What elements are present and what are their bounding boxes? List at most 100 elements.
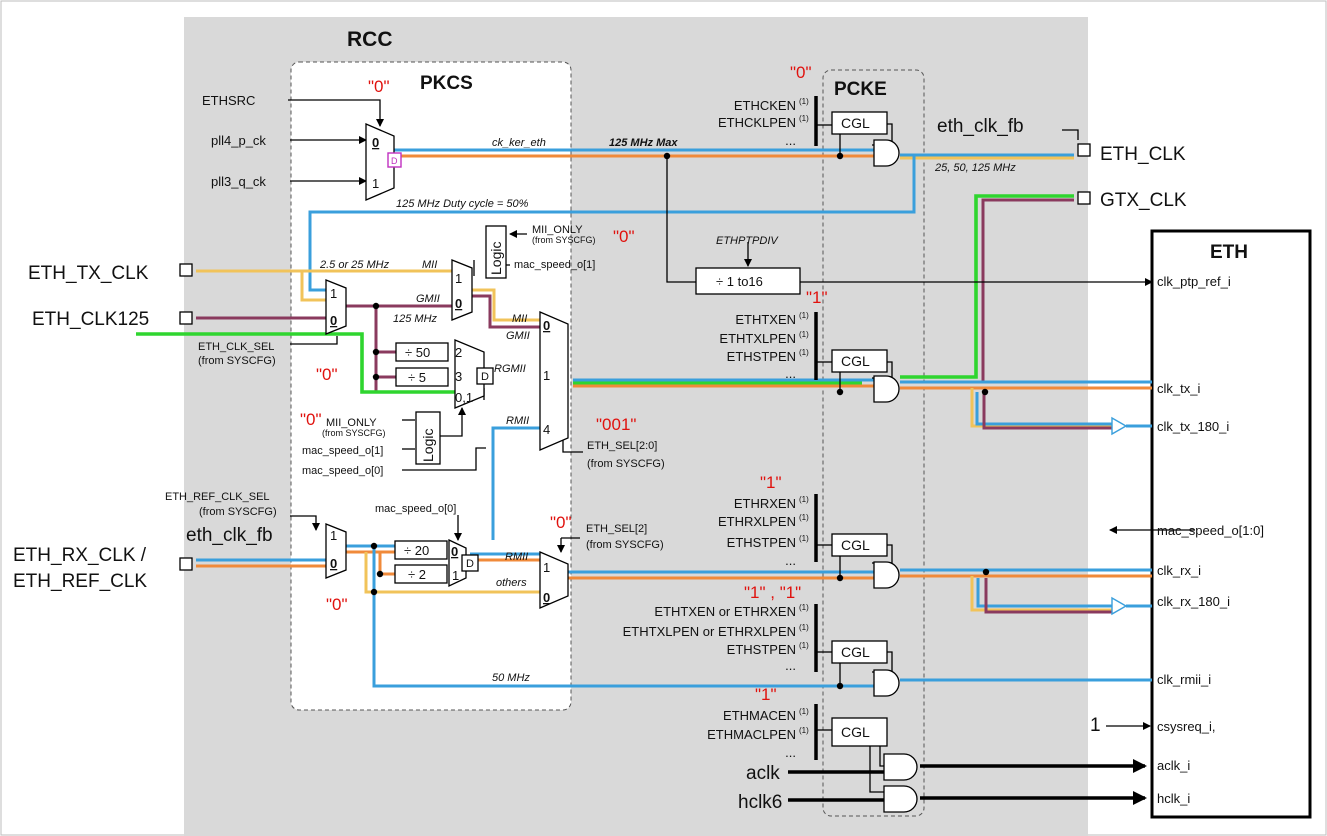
svg-text:1: 1 [452, 568, 459, 583]
svg-text:÷ 50: ÷ 50 [405, 345, 430, 360]
svg-text:Logic: Logic [488, 242, 504, 275]
svg-text:÷ 2: ÷ 2 [408, 567, 426, 582]
div2-box [394, 564, 448, 584]
svg-text:125 MHz Duty cycle = 50%: 125 MHz Duty cycle = 50% [396, 198, 529, 210]
ethsrc-label: ETHSRC [202, 93, 255, 108]
svg-text:"0": "0" [326, 595, 348, 614]
svg-text:"0": "0" [300, 410, 322, 429]
svg-text:0,1: 0,1 [455, 390, 473, 405]
eth-sel-mux [539, 311, 569, 451]
svg-text:(from SYSCFG): (from SYSCFG) [322, 428, 386, 438]
svg-text:(1): (1) [799, 603, 809, 612]
svg-text:÷ 1 to16: ÷ 1 to16 [716, 274, 763, 289]
cgl-box-1 [831, 111, 888, 135]
svg-text:1: 1 [330, 286, 337, 301]
enable-group-3: ETHRXEN ETHRXLPEN ETHSTPEN ... (1) (1) (… [718, 495, 809, 568]
svg-text:ETHMACEN: ETHMACEN [723, 708, 796, 723]
cgl-box-4 [831, 640, 888, 664]
svg-text:"1": "1" [760, 473, 782, 492]
svg-text:CGL: CGL [841, 724, 870, 740]
svg-text:"0": "0" [790, 63, 812, 82]
svg-text:MII: MII [422, 259, 437, 271]
svg-text:3: 3 [455, 369, 462, 384]
svg-text:ETH_SEL[2:0]: ETH_SEL[2:0] [587, 440, 657, 452]
cgl-box-2 [831, 349, 888, 373]
svg-text:÷ 5: ÷ 5 [408, 370, 426, 385]
svg-text:0: 0 [451, 544, 458, 559]
svg-text:0: 0 [543, 590, 550, 605]
control-labels: MII_ONLY (from SYSCFG) mac_speed_o[1] ET… [165, 224, 665, 551]
svg-text:125 MHz: 125 MHz [393, 313, 438, 325]
svg-text:clk_tx_180_i: clk_tx_180_i [1157, 419, 1229, 434]
rmii-sel-mux [539, 551, 569, 609]
wire-labels: ck_ker_eth 125 MHz Max 125 MHz Duty cycl… [319, 137, 1016, 684]
svg-text:CGL: CGL [841, 644, 870, 660]
pin-eth-tx-clk: ETH_TX_CLK [28, 263, 149, 284]
svg-text:0: 0 [455, 296, 462, 311]
svg-text:aclk_i: aclk_i [1157, 758, 1190, 773]
d-ff-rgmii [476, 367, 494, 385]
svg-text:mac_speed_o[0]: mac_speed_o[0] [302, 465, 383, 477]
svg-text:25, 50, 125 MHz: 25, 50, 125 MHz [934, 162, 1016, 174]
svg-text:ETHSTPEN: ETHSTPEN [727, 642, 796, 657]
clk125-mux [325, 279, 347, 335]
svg-text:0: 0 [372, 135, 379, 150]
aclk-label: aclk [746, 763, 780, 784]
svg-text:ETH_SEL[2]: ETH_SEL[2] [586, 523, 647, 535]
svg-text:(1): (1) [799, 495, 809, 504]
svg-text:0: 0 [543, 318, 550, 333]
enable-group-1: ETHCKEN ETHCKLPEN ... (1) (1) [718, 97, 809, 148]
svg-text:CGL: CGL [841, 353, 870, 369]
enable-group-4: ETHTXEN or ETHRXEN ETHTXLPEN or ETHRXLPE… [623, 603, 809, 673]
pkcs-title: PKCS [420, 73, 473, 94]
svg-text:mac_speed_o[1]: mac_speed_o[1] [302, 445, 383, 457]
muxes [325, 123, 569, 609]
div5-box [395, 367, 449, 387]
svg-text:RMII: RMII [505, 551, 528, 563]
svg-text:mac_speed_o[0]: mac_speed_o[0] [375, 503, 456, 515]
rgmii-div-mux [454, 339, 485, 409]
rcc-title: RCC [347, 28, 393, 51]
svg-text:...: ... [785, 658, 796, 673]
svg-text:others: others [496, 577, 527, 589]
pin-eth-clk: ETH_CLK [1100, 144, 1186, 165]
svg-text:mac_speed_o[1]: mac_speed_o[1] [514, 259, 595, 271]
pcke-box [822, 69, 925, 817]
svg-text:0: 0 [330, 313, 337, 328]
svg-text:(1): (1) [799, 97, 809, 106]
and-gates [873, 139, 918, 813]
svg-text:(1): (1) [799, 513, 809, 522]
svg-text:ETHPTPDIV: ETHPTPDIV [716, 235, 779, 247]
svg-text:GMII: GMII [506, 330, 530, 342]
svg-text:(1): (1) [799, 311, 809, 320]
block-labels: Logic Logic CGL CGL CGL CGL CGL ÷ 50 ÷ 5… [391, 115, 870, 740]
svg-text:(from SYSCFG): (from SYSCFG) [587, 458, 665, 470]
svg-text:CGL: CGL [841, 537, 870, 553]
svg-text:(1): (1) [799, 114, 809, 123]
enable-group-5: ETHMACEN ETHMACLPEN ... (1) (1) [707, 707, 809, 760]
svg-text:clk_rx_i: clk_rx_i [1157, 563, 1201, 578]
eth-block [1150, 229, 1312, 819]
svg-text:4: 4 [543, 422, 550, 437]
control-wires [288, 96, 1195, 805]
svg-text:"0": "0" [613, 227, 635, 246]
svg-text:ETHCKEN: ETHCKEN [734, 98, 796, 113]
enable-group-2: ETHTXEN ETHTXLPEN ETHSTPEN ... (1) (1) (… [719, 311, 809, 381]
svg-text:Logic: Logic [420, 429, 436, 462]
svg-text:ETHMACLPEN: ETHMACLPEN [707, 727, 796, 742]
ptp-div-box [695, 267, 801, 295]
svg-text:ETHRXEN: ETHRXEN [734, 496, 796, 511]
ref-clk-sel-mux [325, 523, 347, 579]
svg-text:ETHTXEN: ETHTXEN [735, 312, 796, 327]
d-ff-rmii [461, 554, 479, 572]
svg-text:mac_speed_o[1:0]: mac_speed_o[1:0] [1157, 523, 1264, 538]
svg-text:MII: MII [512, 313, 527, 325]
svg-text:clk_rmii_i: clk_rmii_i [1157, 672, 1211, 687]
svg-text:2.5 or 25 MHz: 2.5 or 25 MHz [319, 259, 390, 271]
gmii-mii-mux [451, 259, 473, 321]
svg-text:clk_rx_180_i: clk_rx_180_i [1157, 594, 1230, 609]
eth-title: ETH [1210, 242, 1248, 263]
svg-text:(1): (1) [799, 641, 809, 650]
svg-text:(1): (1) [799, 726, 809, 735]
d-ff-ethsrc [387, 152, 402, 168]
